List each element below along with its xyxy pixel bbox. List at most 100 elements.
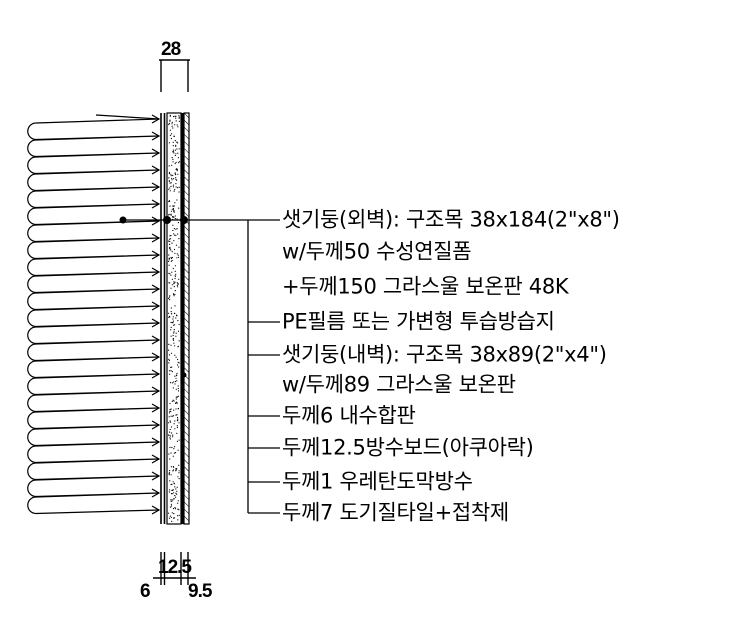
stipple-dot [168,370,171,372]
stipple-dot [172,318,174,320]
stipple-dot [174,162,176,165]
stipple-dot [172,399,174,401]
stipple-dot [171,177,173,180]
stipple-dot [174,234,176,236]
stipple-dot [172,158,174,160]
stipple-dot [173,423,175,425]
stipple-dot [171,208,173,210]
stipple-dot [172,145,174,147]
stipple-dot [172,320,174,322]
stipple-dot [170,452,172,454]
stipple-dot [171,259,173,262]
stipple-dot [178,148,180,150]
stipple-dot [171,164,173,166]
stipple-dot [168,240,170,242]
stipple-dot [168,188,170,190]
stipple-dot [175,496,177,498]
dimension-bottom-left-label: 6 [140,581,151,602]
insulation-tip [151,403,161,413]
stipple-dot [172,186,174,188]
stipple-dot [168,472,170,474]
stipple-dot [177,330,180,332]
stipple-dot [177,142,179,144]
wall-layers [160,112,190,525]
stipple-dot [178,323,180,325]
stipple-dot [170,256,172,259]
label-vapor-barrier: PE필름 또는 가변형 투습방습지 [282,309,555,334]
stipple-dot [176,199,178,201]
label-glasswool: +두께150 그라스울 보온판 48K [282,274,569,299]
insulation-tip [151,165,161,175]
stipple-dot [171,520,173,523]
stipple-dot [169,428,171,431]
stipple-dot [177,390,180,392]
stipple-dot [177,222,179,224]
stipple-dot [168,264,170,266]
stipple-dot [168,254,170,256]
stipple-dot [170,234,172,237]
stipple-dot [175,153,177,155]
stipple-dot [177,519,179,521]
stipple-dot [173,190,175,192]
stipple-dot [169,515,171,517]
stipple-dot [168,358,170,360]
stipple-dot [170,506,172,508]
stipple-dot [170,182,172,184]
stipple-dot [174,380,177,383]
stipple-dot [177,500,179,502]
stipple-dot [174,154,176,157]
label-exterior-stud: 샛기둥(외벽): 구조목 38x184(2"x8") [282,207,620,232]
stipple-dot [178,115,180,117]
stipple-dot [176,414,178,416]
stipple-dot [176,493,178,495]
stipple-dot [174,507,176,509]
stipple-dot [173,228,175,230]
insulation-tip [151,352,161,362]
stipple-dot [176,148,178,150]
stipple-dot [168,517,171,519]
stipple-dot [177,385,179,387]
stipple-dot [174,324,176,326]
stipple-dot [169,246,171,248]
label-waterproof-board: 두께12.5방수보드(아쿠아락) [282,435,534,460]
stipple-dot [175,414,177,416]
stipple-dot [170,474,172,476]
stipple-dot [168,316,170,318]
insulation-tip [151,488,161,498]
stipple-dot [174,172,176,174]
stipple-dot [177,361,179,363]
stipple-dot [176,486,178,488]
stipple-dot [168,172,170,175]
stipple-dot [172,436,174,438]
stipple-dot [169,295,171,297]
stipple-dot [170,210,172,212]
stipple-dot [174,354,176,356]
stipple-dot [169,187,171,189]
stipple-dot [171,489,173,492]
insulation-tip [151,114,161,124]
stipple-dot [173,312,176,315]
stipple-dot [175,401,178,403]
label-foam: w/두께50 수성연질폼 [282,239,472,264]
stipple-dot [171,216,174,218]
stipple-dot [171,382,173,384]
stipple-dot [169,420,171,422]
stipple-dot [177,387,179,390]
stipple-dot [171,512,173,514]
insulation-tip [151,437,161,447]
stipple-dot [176,468,178,470]
stipple-dot [170,274,172,276]
insulation-tip [151,369,161,379]
stipple-dot [175,115,177,117]
stipple-dot [177,152,179,154]
stipple-dot [169,421,172,423]
stipple-dot [178,186,180,188]
stipple-dot [174,124,176,126]
stipple-dot [175,161,177,163]
stipple-dot [169,458,171,460]
stipple-dot [177,508,179,510]
stipple-dot [176,490,178,492]
insulation-tip [151,471,161,481]
stipple-dot [175,356,177,358]
